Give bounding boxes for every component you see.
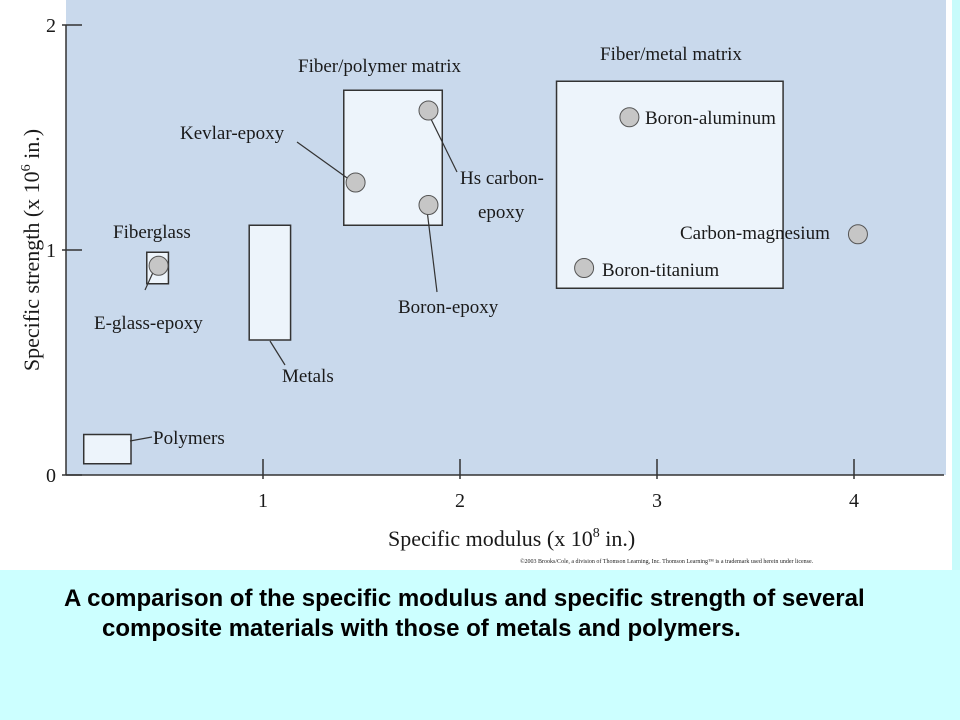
plot-area — [66, 0, 946, 475]
figure-caption: A comparison of the specific modulus and… — [64, 585, 865, 642]
label-hs-carbon-line1: Hs carbon- — [460, 168, 544, 189]
y-tick-label-0: 0 — [46, 465, 56, 487]
right-edge-strip — [952, 0, 960, 570]
x-tick-label-4: 4 — [849, 490, 859, 512]
data-points — [148, 100, 868, 278]
y-axis-label: Specific strength (x 106 in.) — [19, 129, 44, 371]
label-fiber-metal-matrix: Fiber/metal matrix — [600, 44, 742, 65]
chart: 1 2 3 4 0 1 2 Polymers Metals Fiberglass E-gla… — [19, 0, 946, 551]
y-tick-label-2: 2 — [46, 15, 56, 37]
point-carbon-magnesium — [847, 224, 868, 245]
x-axis-label-exponent: 8 — [593, 526, 600, 541]
region-metals — [248, 224, 292, 341]
label-fiberglass: Fiberglass — [113, 222, 191, 243]
label-fiber-polymer-matrix: Fiber/polymer matrix — [298, 56, 462, 77]
x-tick-label-2: 2 — [455, 490, 465, 512]
x-axis-label: Specific modulus (x 108 in.) — [388, 526, 635, 551]
leader-boron-epoxy — [426, 209, 438, 293]
point-e-glass-epoxy — [148, 255, 169, 276]
x-tick-label-1: 1 — [258, 490, 268, 512]
leader-polymers — [129, 436, 153, 442]
regions — [82, 80, 784, 465]
point-boron-aluminum — [619, 107, 640, 128]
label-e-glass-epoxy: E-glass-epoxy — [94, 313, 203, 334]
y-axis-label-main: Specific strength (x 10 — [19, 171, 44, 371]
label-polymers: Polymers — [153, 428, 225, 449]
label-boron-aluminum: Boron-aluminum — [645, 108, 776, 129]
point-boron-epoxy — [418, 195, 439, 215]
label-boron-titanium: Boron-titanium — [602, 260, 719, 281]
leader-hs-carbon — [428, 114, 458, 173]
label-metals: Metals — [282, 366, 334, 387]
x-axis-label-tail: in.) — [600, 526, 635, 551]
point-hs-carbon-epoxy — [418, 100, 439, 121]
point-kevlar-epoxy — [345, 172, 366, 193]
leader-lines — [129, 114, 458, 442]
annotation-labels: Polymers Metals Fiberglass E-glass-epoxy… — [94, 44, 830, 449]
ticks: 1 2 3 4 0 1 2 — [46, 15, 859, 512]
point-boron-titanium — [574, 258, 595, 278]
y-axis-label-exponent: 6 — [19, 164, 34, 171]
y-tick-label-1: 1 — [46, 240, 56, 262]
region-fiber-metal-matrix — [555, 80, 784, 289]
y-axis-label-tail: in.) — [19, 129, 44, 164]
region-polymers — [82, 433, 132, 465]
label-boron-epoxy: Boron-epoxy — [398, 297, 499, 318]
copyright-notice: ©2003 Brooks/Cole, a division of Thomson… — [520, 559, 814, 565]
x-axis-label-main: Specific modulus (x 10 — [388, 526, 593, 551]
leader-metals — [269, 340, 286, 366]
x-tick-label-3: 3 — [652, 490, 662, 512]
label-carbon-magnesium: Carbon-magnesium — [680, 223, 830, 244]
leader-kevlar — [296, 141, 351, 181]
label-kevlar-epoxy: Kevlar-epoxy — [180, 123, 285, 144]
label-hs-carbon-line2: epoxy — [478, 202, 525, 223]
